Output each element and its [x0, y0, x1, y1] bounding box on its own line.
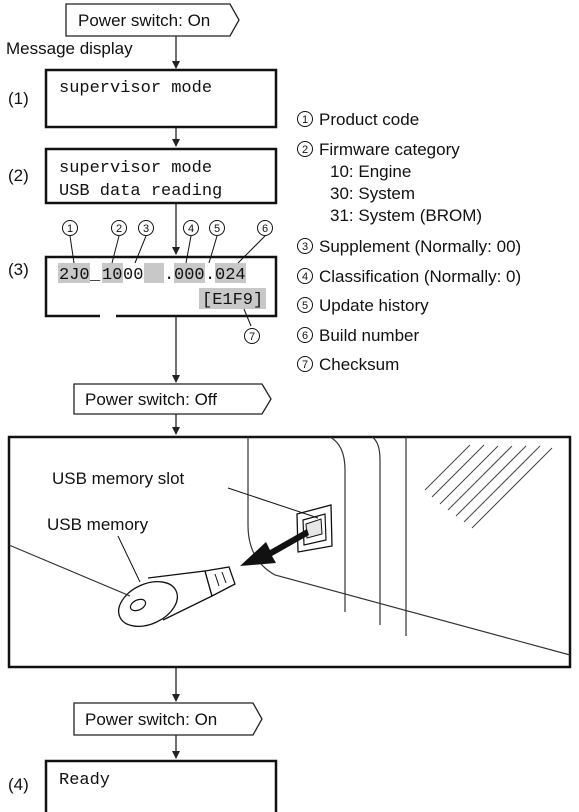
code-underscore: _: [89, 266, 101, 285]
message-display-label: Message display: [6, 39, 133, 58]
step-3-label: (3): [8, 260, 29, 279]
usb-memory-slot: [296, 504, 333, 553]
legend-item-label: Classification (Normally: 0): [319, 267, 521, 286]
step-1-label: (1): [8, 89, 29, 108]
display-panel-2: [44, 147, 278, 205]
legend-marker-7: [297, 356, 313, 372]
step-2-label: (2): [8, 166, 29, 185]
segment-highlight-product-code: [58, 263, 90, 283]
memory-leader-line: [117, 535, 141, 583]
power-off-step: Power switch: Off: [73, 383, 272, 415]
legend-marker-3: [297, 238, 313, 254]
code-supplement: 00: [123, 266, 143, 285]
svg-text:3: 3: [143, 223, 149, 235]
callout-marker-3: 3: [134, 220, 154, 264]
legend-subitem-label: 31: System (BROM): [330, 206, 482, 225]
legend-marker-2: [297, 141, 313, 157]
code-update-history: 000: [174, 266, 205, 285]
legend-marker-6: [297, 327, 313, 343]
callout-marker-2: 2: [111, 220, 127, 264]
legend-marker-number: 1: [302, 114, 308, 126]
power-off-shape: [73, 383, 272, 415]
code-category: 10: [102, 266, 122, 285]
legend-item-label: Checksum: [319, 355, 399, 374]
legend-item-label: Firmware category: [319, 140, 460, 159]
display-1-line1: supervisor mode: [59, 79, 212, 98]
legend: 1 Product code 2 Firmware category 10: Engin…: [297, 110, 521, 374]
legend-item-label: Product code: [319, 110, 419, 129]
code-build-number: 024: [215, 266, 246, 285]
printer-panel-edge: [329, 436, 346, 612]
legend-marker-number: 7: [302, 359, 308, 371]
segment-highlight-classification: [144, 263, 164, 283]
code-checksum: [E1F9]: [202, 291, 263, 310]
display-2-line2: USB data reading: [59, 182, 222, 201]
svg-text:2: 2: [116, 223, 122, 235]
legend-subitem-label: 10: Engine: [330, 162, 411, 181]
legend-item-label: Update history: [319, 296, 429, 315]
segment-highlight-checksum: [199, 288, 266, 309]
insertion-arrow: [240, 529, 309, 566]
legend-marker-1: [297, 111, 313, 127]
display-panel-4: [44, 759, 278, 812]
power-on-label: Power switch: On: [78, 11, 210, 30]
usb-memory-stick: [118, 566, 236, 628]
segment-highlight-update-history: [174, 263, 205, 283]
callout-marker-1: 1: [62, 220, 78, 264]
legend-marker-number: 6: [302, 330, 308, 342]
svg-text:5: 5: [214, 223, 220, 235]
display-panel-1: [44, 68, 278, 129]
power-on-step-1: Power switch: On: [65, 3, 240, 37]
legend-marker-number: 4: [302, 271, 308, 283]
usb-memory-label: USB memory: [47, 515, 149, 534]
step-4-label: (4): [8, 775, 29, 794]
svg-text:7: 7: [249, 331, 255, 343]
svg-text:1: 1: [67, 223, 73, 235]
callout-marker-6: 6: [237, 220, 273, 264]
illustration-frame: [7, 435, 572, 669]
power-on-step-2: Power switch: On: [73, 702, 263, 736]
code-dot-2: .: [205, 266, 215, 285]
legend-item-label: Supplement (Normally: 00): [319, 237, 521, 256]
surface-edge-line: [8, 544, 131, 597]
svg-text:4: 4: [188, 223, 194, 235]
power-off-label: Power switch: Off: [85, 390, 217, 409]
segment-highlight-build-number: [215, 263, 246, 283]
legend-subitem-label: 30: System: [330, 184, 415, 203]
display-2-line1: supervisor mode: [59, 159, 212, 178]
svg-text:6: 6: [262, 223, 268, 235]
callout-marker-5: 5: [208, 220, 225, 264]
callout-marker-7: 7: [243, 308, 260, 344]
legend-marker-number: 5: [302, 300, 308, 312]
slot-leader-line: [227, 487, 319, 519]
power-on-shape: [73, 702, 263, 736]
callout-marker-4: 4: [183, 220, 199, 264]
display-4-line1: Ready: [59, 771, 110, 790]
code-dot-1: .: [164, 266, 174, 285]
code-product: 2J0: [59, 266, 90, 285]
power-on-label-2: Power switch: On: [85, 710, 217, 729]
legend-marker-number: 3: [302, 241, 308, 253]
glass-hatch: [424, 444, 553, 529]
power-on-shape: [65, 3, 240, 37]
segment-highlight-category: [102, 263, 123, 283]
usb-insertion-illustration: USB memory slot USB memory: [7, 435, 572, 669]
legend-marker-number: 2: [302, 144, 308, 156]
legend-item-label: Build number: [319, 326, 420, 345]
usb-memory-slot-label: USB memory slot: [52, 469, 185, 488]
legend-marker-5: [297, 297, 313, 313]
printer-panel-edge: [371, 436, 381, 625]
legend-marker-4: [297, 268, 313, 284]
